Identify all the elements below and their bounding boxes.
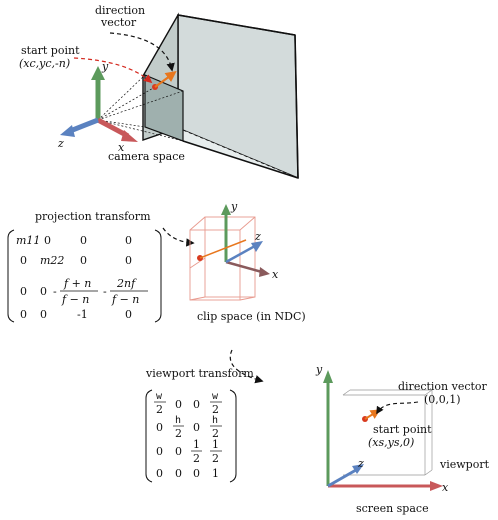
svg-text:0: 0	[20, 285, 27, 298]
screen-x-label: x	[442, 481, 449, 494]
clip-x-label: x	[272, 268, 279, 281]
svg-text:-: -	[53, 285, 57, 298]
camera-x-axis	[96, 117, 130, 139]
svg-text:0: 0	[40, 285, 47, 298]
svg-text:m11: m11	[16, 234, 40, 247]
svg-text:0: 0	[125, 234, 132, 247]
clip-space-group: y z x clip space (in NDC)	[189, 200, 306, 323]
svg-text:w: w	[212, 391, 219, 402]
screen-y-label: y	[315, 363, 323, 376]
svg-text:1: 1	[193, 438, 200, 451]
near-plane	[144, 74, 184, 142]
viewport-label: viewport	[439, 458, 490, 471]
camera-y-axis-head	[91, 66, 105, 80]
screen-axes	[323, 370, 443, 491]
svg-text:2: 2	[175, 427, 182, 440]
camera-y-label: y	[101, 60, 109, 73]
svg-text:0: 0	[156, 467, 163, 480]
start-point-bottom-label: start point	[373, 423, 432, 436]
view-frustum	[142, 12, 299, 180]
svg-text:0: 0	[125, 308, 132, 321]
direction-vector-pointer	[109, 32, 175, 72]
svg-text:f − n: f − n	[61, 293, 89, 306]
svg-text:2: 2	[156, 403, 163, 416]
direction-vector-bottom-value: (0,0,1)	[424, 393, 461, 406]
clip-z-label: z	[254, 230, 261, 243]
svg-text:0: 0	[44, 234, 51, 247]
svg-text:2nf: 2nf	[116, 277, 137, 290]
camera-direction-arrow	[154, 71, 177, 88]
start-point-pointer	[73, 57, 153, 84]
svg-text:0: 0	[156, 445, 163, 458]
svg-text:h: h	[212, 415, 218, 426]
svg-text:0: 0	[175, 398, 182, 411]
camera-space-group: y x z direction vector start point (xc,y…	[19, 4, 299, 180]
clip-direction-arrow	[199, 239, 247, 259]
svg-text:0: 0	[156, 421, 163, 434]
clip-space-caption: clip space (in NDC)	[197, 310, 306, 323]
svg-text:0: 0	[20, 308, 27, 321]
clip-axes	[221, 204, 270, 277]
svg-text:h: h	[175, 415, 181, 426]
svg-text:f + n: f + n	[63, 277, 91, 290]
projection-group: projection transform m11 0 0 0 0 m22 0 0…	[7, 210, 195, 323]
svg-text:1: 1	[212, 438, 219, 451]
svg-text:0: 0	[80, 254, 87, 267]
direction-vector-top-line2: vector	[100, 16, 137, 29]
direction-vector-bottom-label: direction vector	[398, 380, 488, 393]
svg-text:0: 0	[193, 421, 200, 434]
svg-text:1: 1	[212, 467, 219, 480]
camera-z-axis-head	[60, 125, 75, 137]
svg-text:0: 0	[175, 445, 182, 458]
clip-y-label: y	[230, 200, 238, 213]
svg-text:2: 2	[212, 427, 219, 440]
camera-x-axis-head	[121, 130, 138, 142]
svg-text:w: w	[156, 391, 163, 402]
svg-text:-1: -1	[77, 308, 88, 321]
svg-text:0: 0	[80, 234, 87, 247]
svg-text:0: 0	[20, 254, 27, 267]
svg-text:m22: m22	[40, 254, 64, 267]
svg-text:0: 0	[175, 467, 182, 480]
camera-z-axis	[69, 117, 99, 134]
screen-box	[342, 389, 433, 476]
svg-text:0: 0	[193, 398, 200, 411]
viewport-matrix: w 2 0 0 w 2 0 h 2 0 h 2 0 0 1 2 1 2	[154, 391, 222, 480]
projection-transform-label: projection transform	[35, 210, 151, 223]
viewport-group: viewport transform w 2 0 0 w 2 0 h 2 0 h…	[145, 349, 264, 483]
screen-direction-pointer	[376, 401, 419, 415]
screen-direction-arrow	[364, 409, 381, 420]
direction-vector-top-line1: direction	[95, 4, 145, 17]
screen-space-group: y x z direction vector (0,0,1) start poi…	[315, 363, 490, 515]
start-point-bottom-coords: (xs,ys,0)	[368, 436, 414, 449]
camera-axes	[60, 66, 138, 142]
svg-text:0: 0	[125, 254, 132, 267]
svg-text:0: 0	[193, 467, 200, 480]
camera-z-label: z	[57, 137, 64, 150]
viewport-pointer	[229, 349, 264, 384]
frustum-rays	[97, 74, 184, 142]
camera-x-label: x	[118, 141, 125, 154]
viewport-transform-label: viewport transform	[145, 367, 254, 380]
svg-text:0: 0	[40, 308, 47, 321]
svg-text:2: 2	[212, 403, 219, 416]
projection-pointer	[162, 227, 195, 247]
camera-space-caption: camera space	[108, 150, 185, 163]
svg-text:-: -	[103, 285, 107, 298]
start-point-top-coords: (xc,yc,-n)	[19, 57, 70, 70]
screen-space-caption: screen space	[356, 502, 429, 515]
svg-text:2: 2	[193, 452, 200, 465]
screen-z-label: z	[357, 457, 364, 470]
svg-text:f − n: f − n	[111, 293, 139, 306]
start-point-top-label: start point	[21, 44, 80, 57]
projection-matrix: m11 0 0 0 0 m22 0 0 0 0 - f + n f − n - …	[16, 234, 148, 321]
svg-text:2: 2	[212, 452, 219, 465]
